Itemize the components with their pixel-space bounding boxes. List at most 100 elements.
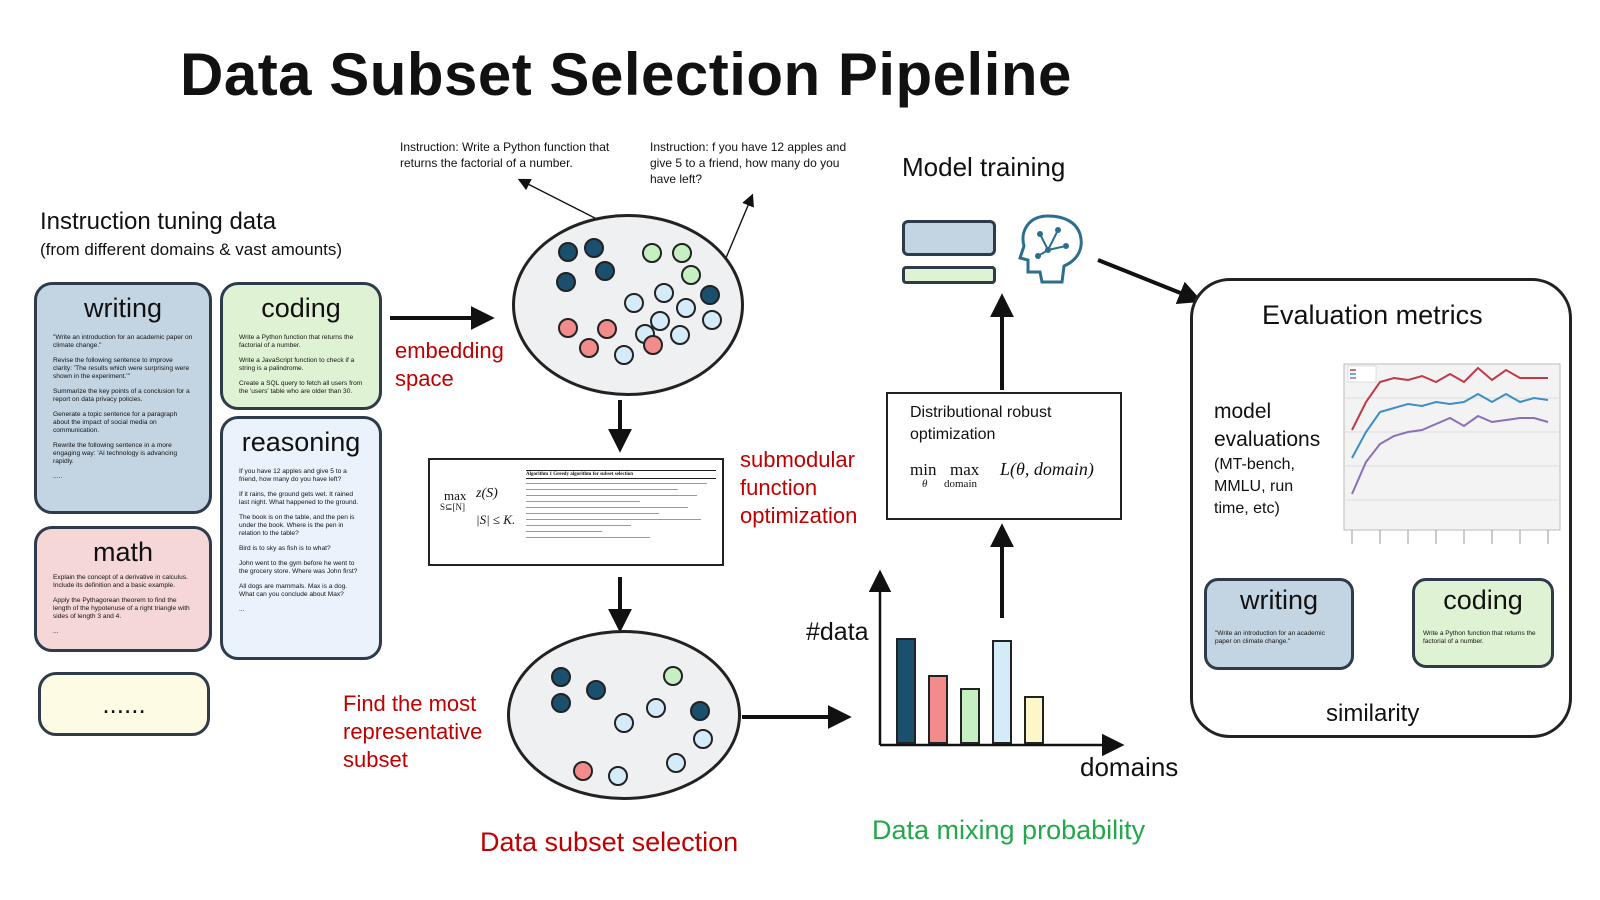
data-point	[558, 242, 578, 262]
data-point	[586, 680, 606, 700]
subset-selection-label: Data subset selection	[480, 827, 739, 857]
data-point	[676, 298, 696, 318]
dro-max-sub: domain	[944, 478, 977, 490]
writing-line: Revise the following sentence to improve…	[53, 357, 190, 380]
data-point	[597, 319, 617, 339]
model-block	[902, 266, 996, 284]
coding-line: ...	[239, 403, 245, 410]
data-point	[642, 243, 662, 263]
data-point	[702, 310, 722, 330]
data-point	[558, 318, 578, 338]
data-point	[584, 238, 604, 258]
coding-sample-card: coding Write a Python function that retu…	[1412, 578, 1554, 668]
reasoning-card-header: reasoning	[241, 427, 361, 457]
writing-card: writing "Write an introduction for an ac…	[34, 282, 212, 514]
similarity-label: similarity	[1326, 700, 1420, 727]
formula-constraint: |S| ≤ K.	[476, 512, 516, 527]
mixing-label: Data mixing probability	[872, 815, 1146, 845]
algorithm-block: Algorithm 1 Greedy algorithm for subset …	[526, 470, 716, 558]
reasoning-line: Bird is to sky as fish is to what?	[239, 545, 331, 552]
chart-ylabel: #data	[806, 618, 869, 646]
dro-formula: min θ max domain L(θ, domain)	[910, 459, 1120, 500]
data-point	[672, 243, 692, 263]
coding-line: Write a Python function that returns the…	[239, 334, 354, 349]
math-line: Explain the concept of a derivative in c…	[53, 574, 188, 589]
submodular-formula-box: max S⊆[N] z(S) |S| ≤ K. Algorithm 1 Gree…	[428, 458, 724, 566]
instruction-a: Instruction: Write a Python function tha…	[400, 140, 610, 170]
coding-sample-line: Write a Python function that returns the…	[1423, 630, 1536, 645]
writing-sample-header: writing	[1239, 585, 1319, 615]
math-line: Apply the Pythagorean theorem to find th…	[53, 597, 190, 620]
data-point	[573, 761, 593, 781]
embedding-label: embedding space	[395, 338, 504, 391]
writing-line: Summarize the key points of a conclusion…	[53, 388, 190, 403]
source-title: Instruction tuning data	[40, 208, 277, 235]
formula-objective: z(S)	[476, 486, 498, 501]
bar-4	[992, 640, 1012, 744]
writing-sample-card: writing "Write an introduction for an ac…	[1204, 578, 1354, 670]
coding-line: Write a JavaScript function to check if …	[239, 357, 355, 372]
reasoning-line: If you have 12 apples and give 5 to a fr…	[239, 468, 347, 483]
bar-5	[1024, 696, 1044, 744]
more-domains-card: ......	[38, 672, 210, 736]
writing-line: "Write an introduction for an academic p…	[53, 334, 193, 349]
writing-line: Generate a topic sentence for a paragrap…	[53, 411, 178, 434]
arrow-to-evaluation	[1097, 258, 1203, 305]
dro-title: Distributional robust optimization	[910, 404, 1052, 443]
dro-max: max	[950, 460, 980, 479]
source-subtitle: (from different domains & vast amounts)	[40, 240, 343, 259]
submodular-label: submodular function optimization	[740, 447, 858, 528]
bar-2	[928, 675, 948, 744]
data-point	[624, 293, 644, 313]
data-point	[650, 311, 670, 331]
writing-line: Rewrite the following sentence in a more…	[53, 442, 178, 465]
data-point	[579, 338, 599, 358]
data-point	[614, 345, 634, 365]
coding-card: coding Write a Python function that retu…	[220, 282, 382, 410]
data-point	[666, 753, 686, 773]
data-point	[681, 265, 701, 285]
algorithm-title: Algorithm 1 Greedy algorithm for subset …	[526, 470, 716, 479]
model-eval-label: model evaluations	[1214, 400, 1321, 451]
evaluation-title: Evaluation metrics	[1262, 300, 1483, 330]
data-point	[690, 701, 710, 721]
data-point	[556, 272, 576, 292]
writing-card-header: writing	[83, 293, 163, 323]
data-point	[670, 325, 690, 345]
bar-3	[960, 687, 980, 744]
training-label: Model training	[902, 152, 1066, 182]
reasoning-line: John went to the gym before he went to t…	[239, 560, 358, 575]
math-card-header: math	[92, 537, 154, 567]
page-title: Data Subset Selection Pipeline	[180, 41, 1072, 108]
find-subset-label: Find the most representative subset	[343, 691, 483, 772]
data-point	[693, 729, 713, 749]
data-point	[646, 698, 666, 718]
reasoning-line: The book is on the table, and the pen is…	[239, 514, 355, 537]
reasoning-line: If it rains, the ground gets wet. It rai…	[239, 491, 359, 506]
formula-max: max	[444, 488, 467, 503]
model-block	[902, 220, 996, 256]
dro-min-sub: θ	[922, 478, 928, 490]
data-point	[643, 335, 663, 355]
writing-sample-line: "Write an introduction for an academic p…	[1215, 630, 1325, 645]
dro-box: Distributional robust optimization min θ…	[886, 392, 1122, 520]
subset-space	[507, 630, 741, 800]
coding-sample-header: coding	[1443, 585, 1523, 615]
eval-line-chart-thumbnail	[1343, 363, 1561, 544]
brain-head-icon	[1018, 214, 1083, 284]
chart-xlabel: domains	[1080, 752, 1179, 782]
reasoning-card: reasoning If you have 12 apples and give…	[220, 416, 382, 660]
embedding-space	[512, 214, 744, 396]
model-eval-detail: (MT-bench, MMLU, run time, etc)	[1214, 456, 1295, 517]
data-point	[614, 713, 634, 733]
math-line: ...	[53, 628, 59, 635]
data-point	[654, 283, 674, 303]
data-point	[595, 261, 615, 281]
data-point	[700, 285, 720, 305]
coding-line: Create a SQL query to fetch all users fr…	[239, 380, 363, 395]
data-point	[551, 693, 571, 713]
formula-max-sub: S⊆[N]	[440, 502, 466, 512]
reasoning-line: All dogs are mammals. Max is a dog. What…	[239, 583, 348, 598]
reasoning-line: ...	[239, 606, 245, 613]
coding-card-header: coding	[261, 293, 341, 323]
